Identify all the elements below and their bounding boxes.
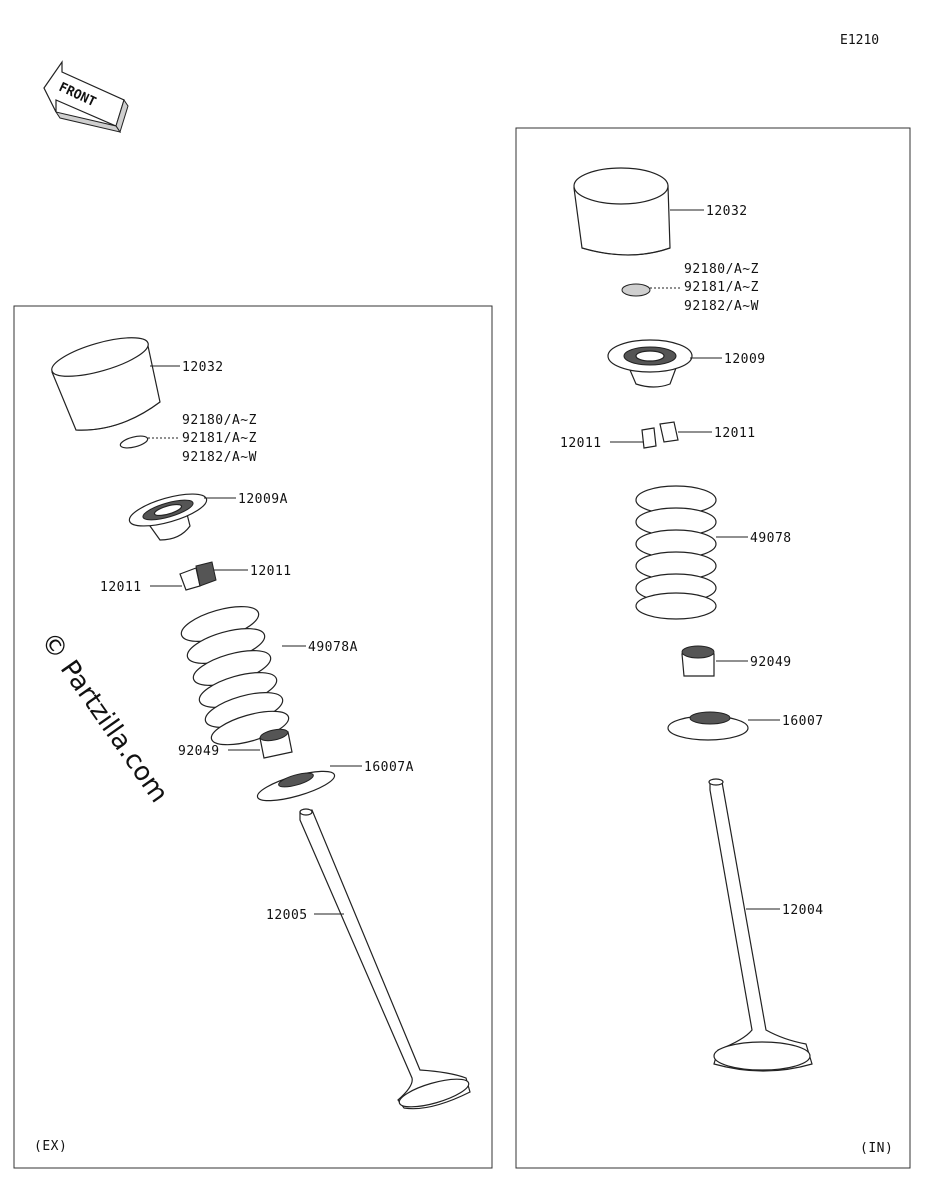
ex-cotter-right-label: 12011	[250, 564, 292, 579]
in-valve-part	[708, 778, 813, 1072]
ex-retainer-part	[128, 493, 208, 541]
intake-panel-label: (IN)	[860, 1141, 893, 1156]
ex-shim-label-3: 92182/A~W	[182, 450, 257, 465]
watermark: © Partzilla.com	[34, 627, 174, 809]
in-spring-label: 49078	[750, 531, 792, 546]
in-valve-label: 12004	[782, 903, 824, 918]
ex-seal-label: 92049	[178, 744, 220, 759]
in-tappet-label: 12032	[706, 204, 748, 219]
ex-cotter-part	[179, 561, 217, 591]
in-seal-part	[681, 645, 715, 677]
ex-spring-seat-label: 16007A	[364, 760, 414, 775]
ex-seal-part	[259, 728, 293, 759]
in-retainer-label: 12009	[724, 352, 766, 367]
in-spring-seat-part	[667, 711, 749, 741]
front-arrow-icon: FRONT	[43, 60, 129, 134]
ex-shim-label-2: 92181/A~Z	[182, 431, 257, 446]
ex-spring-label: 49078A	[308, 640, 358, 655]
exhaust-panel	[13, 305, 493, 1169]
diagram-code: E1210	[840, 33, 879, 48]
in-shim-part	[621, 283, 651, 297]
ex-valve-label: 12005	[266, 908, 308, 923]
ex-tappet-label: 12032	[182, 360, 224, 375]
in-retainer-part	[607, 339, 693, 388]
in-spring-seat-label: 16007	[782, 714, 824, 729]
in-cotter-part	[641, 421, 679, 449]
in-seal-label: 92049	[750, 655, 792, 670]
in-tappet-part	[573, 167, 671, 256]
in-shim-label-2: 92181/A~Z	[684, 280, 759, 295]
in-shim-label-1: 92180/A~Z	[684, 262, 759, 277]
in-spring-part	[635, 485, 717, 620]
ex-retainer-label: 12009A	[238, 492, 288, 507]
in-shim-label-3: 92182/A~W	[684, 299, 759, 314]
ex-valve-part	[299, 808, 471, 1110]
in-cotter-right-label: 12011	[714, 426, 756, 441]
ex-shim-part	[119, 435, 149, 449]
ex-shim-label-1: 92180/A~Z	[182, 413, 257, 428]
exhaust-panel-label: (EX)	[34, 1139, 67, 1154]
ex-spring-part	[180, 606, 290, 746]
ex-spring-seat-part	[256, 770, 336, 802]
in-cotter-left-label: 12011	[560, 436, 602, 451]
intake-panel	[515, 127, 911, 1169]
ex-cotter-left-label: 12011	[100, 580, 142, 595]
ex-tappet-part	[51, 337, 161, 431]
